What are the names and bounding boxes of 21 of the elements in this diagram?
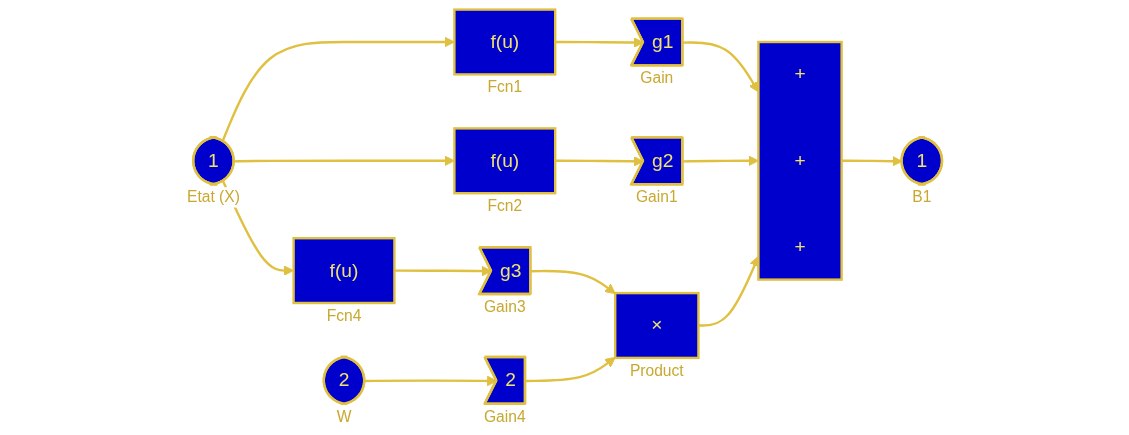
arrow: [221, 36, 455, 142]
node-box: f(u): [453, 8, 557, 76]
block-name: W: [336, 407, 352, 425]
node-box: f(u): [453, 127, 557, 195]
block-name: Gain: [640, 69, 674, 87]
block-name: Fcn4: [326, 307, 362, 324]
node-box: f(u): [292, 237, 396, 305]
block-name: Gain1: [636, 188, 678, 206]
node-box: ×: [614, 291, 700, 360]
node-box: + + +: [757, 40, 843, 281]
arrow: [530, 269, 616, 295]
block-name: B1: [912, 188, 932, 206]
arrow: [525, 356, 616, 383]
arrow: [234, 155, 455, 167]
block-name: Gain3: [484, 298, 526, 315]
block-name: Fcn1: [487, 78, 523, 96]
block-name: Product: [629, 361, 684, 379]
block-name: Fcn2: [487, 197, 523, 215]
block-name: Gain4: [484, 407, 526, 425]
arrow: [682, 41, 759, 93]
arrow: [682, 155, 759, 167]
